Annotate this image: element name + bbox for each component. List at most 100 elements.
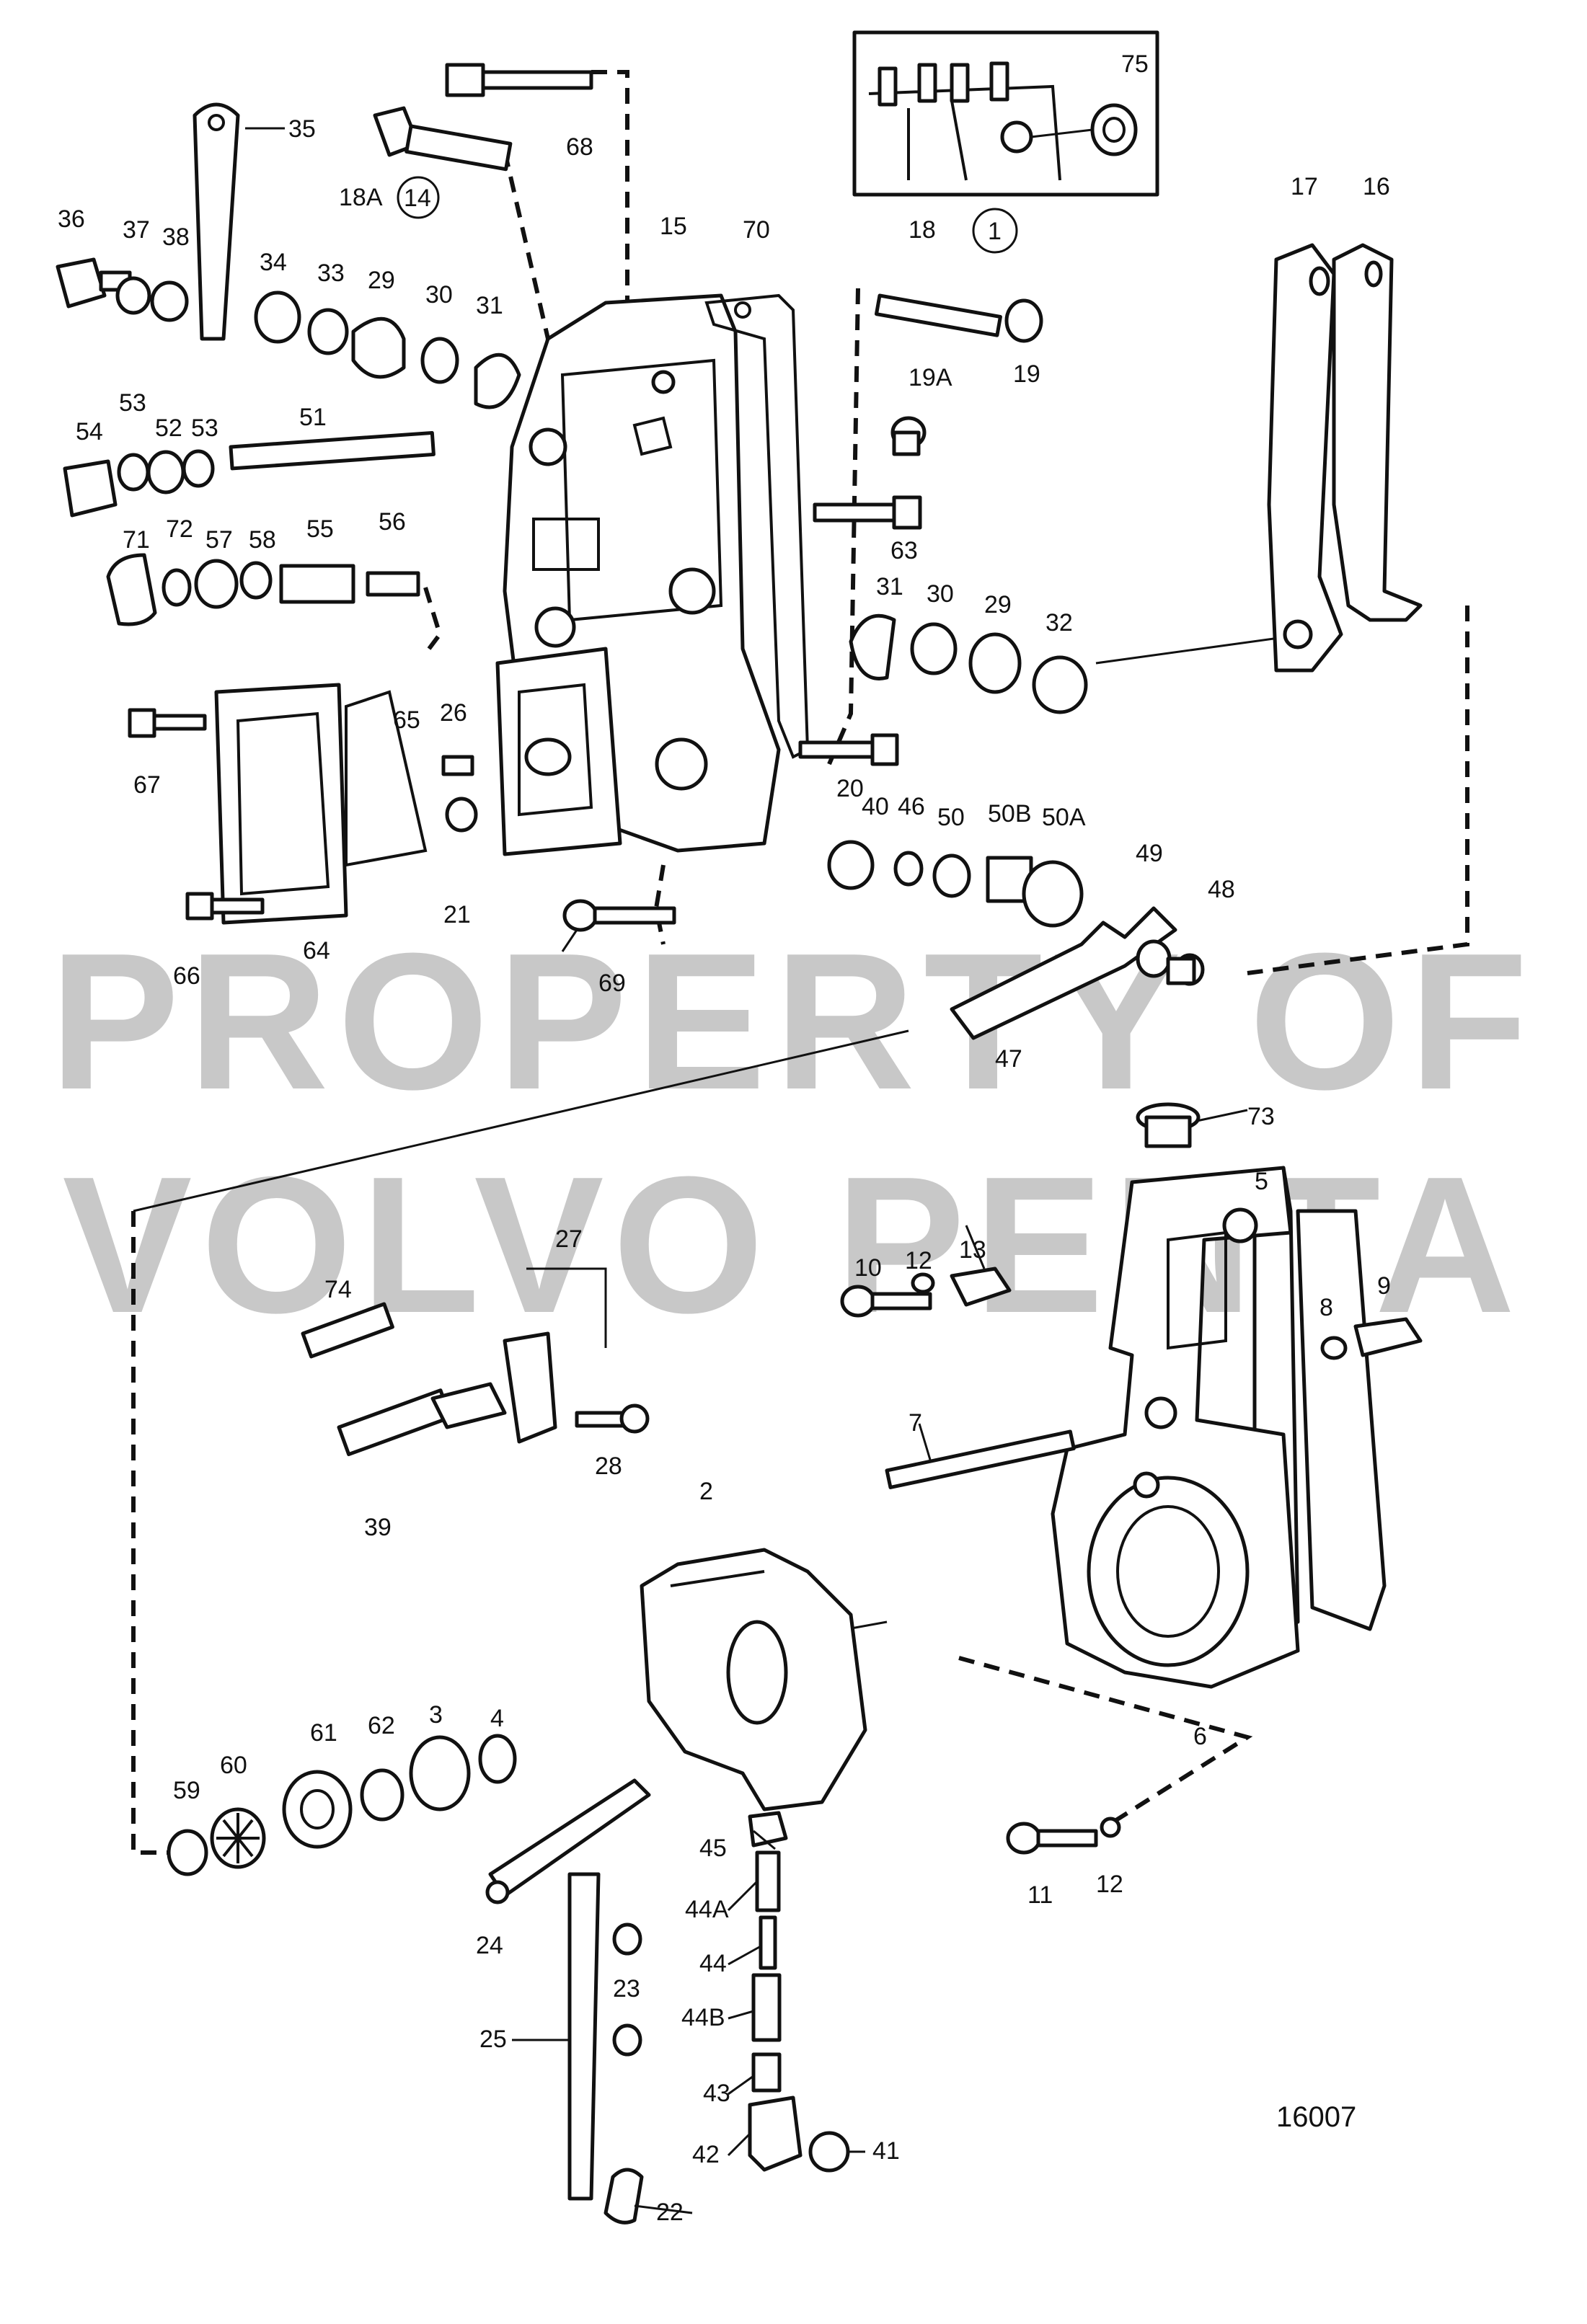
bracket-fastening <box>840 1267 1012 1318</box>
fan-disc <box>216 1813 260 1863</box>
filler-plug <box>1136 1102 1201 1148</box>
callout-label: 50B <box>988 800 1032 828</box>
watermark-line-1: PROPERTY OF <box>50 913 1537 1130</box>
callout-label: 17 <box>1291 173 1318 200</box>
screws-cover <box>128 708 899 932</box>
callout-label: 44 <box>699 1950 727 1977</box>
shaft-parts-row-1 <box>56 257 521 409</box>
callout-label: 16 <box>1363 173 1390 200</box>
callout-label: 38 <box>162 223 190 251</box>
callout-label: 47 <box>995 1045 1022 1073</box>
callout-label: 31 <box>476 292 503 319</box>
control-lever-assembly <box>827 840 1205 1040</box>
callout-label: 48 <box>1208 876 1235 903</box>
callout-label: 37 <box>123 216 150 244</box>
callout-label: 18A <box>339 184 383 211</box>
shaft-parts-row-2 <box>849 613 1088 714</box>
callout-label: 30 <box>927 580 954 608</box>
callout-label: 6 <box>1193 1723 1207 1750</box>
adjusting-screw-parts <box>63 430 436 518</box>
callout-label: 75 <box>1121 50 1149 78</box>
callout-label: 5 <box>1255 1168 1268 1195</box>
callout-label: 19 <box>1013 360 1040 388</box>
drawing-number: 16007 <box>1276 2101 1356 2133</box>
callout-label: 46 <box>898 793 925 820</box>
callout-label: 66 <box>173 962 200 990</box>
callout-label: 30 <box>425 281 453 309</box>
callout-label: 56 <box>379 508 406 536</box>
callout-label: 32 <box>1046 609 1073 637</box>
callout-label: 7 <box>909 1409 922 1437</box>
drive-parts <box>167 1734 517 1876</box>
callout-label: 41 <box>872 2137 900 2165</box>
callout-label: 15 <box>660 213 687 240</box>
callout-label: 12 <box>1096 1871 1123 1898</box>
callout-label: 65 <box>393 706 420 734</box>
cover-plate <box>214 647 622 925</box>
inset-detail <box>852 30 1159 197</box>
callout-label: 58 <box>249 526 276 554</box>
bolt <box>445 63 593 97</box>
callout-label: 12 <box>905 1247 932 1274</box>
spring-pin-stack <box>748 1811 850 2173</box>
tension-springs <box>301 1267 650 1457</box>
plugs <box>441 755 478 833</box>
callout-label: 1 <box>988 218 1002 245</box>
callout-label: 64 <box>303 937 330 964</box>
bolt-63 <box>813 495 922 530</box>
callout-label: 49 <box>1136 840 1163 867</box>
throttle-lever <box>193 102 240 341</box>
callout-label: 53 <box>119 389 146 417</box>
callout-label: 35 <box>288 115 316 143</box>
callout-label: 53 <box>191 414 218 442</box>
callout-label: 60 <box>220 1752 247 1779</box>
callout-label: 45 <box>699 1835 727 1862</box>
pin <box>373 106 513 172</box>
housing-screw <box>1006 1817 1121 1855</box>
governor-lever-linkage <box>485 1778 651 2225</box>
callout-label: 61 <box>310 1719 337 1747</box>
callout-label: 27 <box>555 1225 583 1253</box>
callout-label: 25 <box>479 2026 507 2053</box>
flyweight-carrier <box>640 1548 867 1811</box>
callout-label: 31 <box>876 573 903 600</box>
callout-labels: 75 35 68 18A 14 36 37 38 34 33 29 30 31 … <box>58 50 1391 2226</box>
callout-label: 44A <box>685 1896 729 1923</box>
callout-label: 62 <box>368 1712 395 1739</box>
stud <box>885 1429 1076 1489</box>
pin-18 <box>874 293 1043 343</box>
callout-label: 39 <box>364 1514 392 1541</box>
callout-label: 28 <box>595 1452 622 1480</box>
callout-label: 40 <box>862 793 889 820</box>
callout-label: 50A <box>1042 804 1086 831</box>
callout-label: 14 <box>404 185 431 212</box>
callout-label: 24 <box>476 1932 503 1959</box>
callout-label: 69 <box>598 970 626 997</box>
callout-label: 23 <box>613 1975 640 2003</box>
callout-label: 71 <box>123 526 150 554</box>
callout-label: 34 <box>260 249 287 276</box>
callout-label: 26 <box>440 699 467 727</box>
callout-label: 29 <box>368 267 395 294</box>
callout-label: 59 <box>173 1777 200 1804</box>
callout-label: 44B <box>681 2004 725 2031</box>
leader-lines <box>245 127 1248 2214</box>
callout-label: 50 <box>937 804 965 831</box>
callout-label: 8 <box>1319 1294 1333 1321</box>
callout-label: 21 <box>443 901 471 928</box>
callout-label: 42 <box>692 2141 720 2168</box>
callout-label: 52 <box>155 414 182 442</box>
gasket <box>704 293 810 759</box>
governor-housing <box>1051 1166 1387 1689</box>
callout-label: 54 <box>76 418 103 445</box>
screw-19a <box>890 416 927 456</box>
callout-label: 74 <box>324 1276 352 1303</box>
callout-label: 9 <box>1377 1272 1391 1300</box>
callout-label: 36 <box>58 205 85 233</box>
callout-label: 2 <box>699 1478 713 1505</box>
callout-label: 70 <box>743 216 770 244</box>
callout-label: 55 <box>306 515 334 543</box>
cap-nut-and-spring <box>106 553 420 626</box>
callout-label: 63 <box>890 537 918 564</box>
